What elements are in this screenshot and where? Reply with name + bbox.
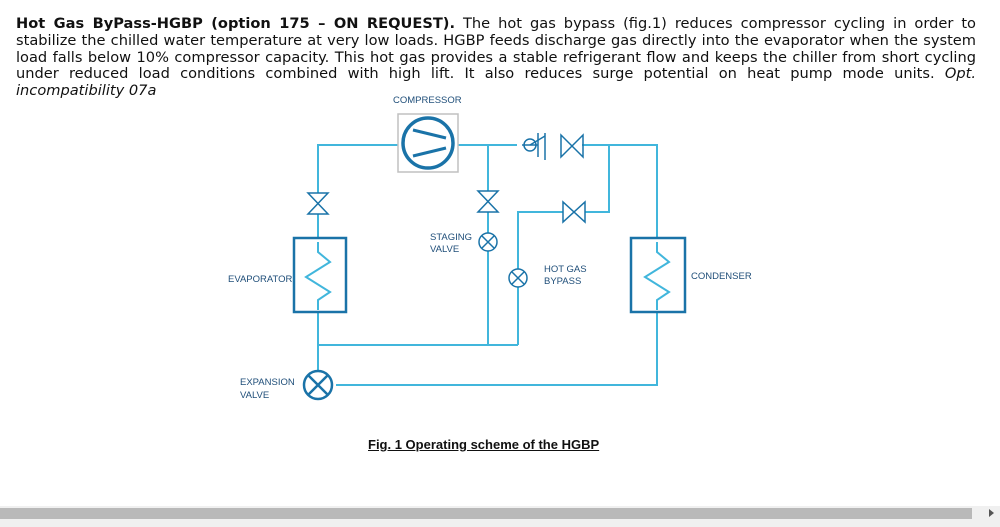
compressor-icon <box>397 113 459 173</box>
staging-valve-label-line1: STAGING <box>430 232 473 243</box>
incompatibility-note: Opt. incompatibility 07a <box>16 65 976 100</box>
hot-gas-bypass-valve-icon <box>508 268 528 288</box>
suction-valve-icon <box>306 192 330 215</box>
figure-caption: Fig. 1 Operating scheme of the HGBP <box>368 437 600 452</box>
bypass-stop-valve-icon <box>562 200 586 224</box>
expansion-valve-icon <box>302 369 334 401</box>
description-paragraph: Hot Gas ByPass-HGBP (option 175 – ON REQ… <box>16 15 976 100</box>
horizontal-scrollbar[interactable] <box>0 506 1000 527</box>
description-text: The hot gas bypass (fig.1) reduces compr… <box>16 15 976 83</box>
discharge-valve-icon <box>560 133 584 159</box>
check-valve-icon <box>522 133 546 160</box>
condenser-icon <box>629 236 687 314</box>
expansion-valve-label-line1: EXPANSION <box>240 377 295 388</box>
scrollbar-thumb[interactable] <box>0 508 972 519</box>
hot-gas-bypass-label-line1: HOT GAS <box>544 264 587 275</box>
evaporator-label: EVAPORATOR <box>228 274 293 285</box>
staging-stop-valve-icon <box>476 190 500 213</box>
compressor-label: COMPRESSOR <box>393 95 462 106</box>
condenser-label: CONDENSER <box>691 271 752 282</box>
staging-valve-label-line2: VALVE <box>430 244 460 255</box>
section-heading: Hot Gas ByPass-HGBP (option 175 – ON REQ… <box>16 15 455 32</box>
hot-gas-bypass-label-line2: BYPASS <box>544 276 582 287</box>
expansion-valve-label-line2: VALVE <box>240 390 270 401</box>
evaporator-icon <box>292 236 348 314</box>
scroll-right-arrow-icon[interactable] <box>989 509 994 517</box>
staging-valve-icon <box>478 232 498 252</box>
refrigerant-pipes <box>317 144 658 386</box>
